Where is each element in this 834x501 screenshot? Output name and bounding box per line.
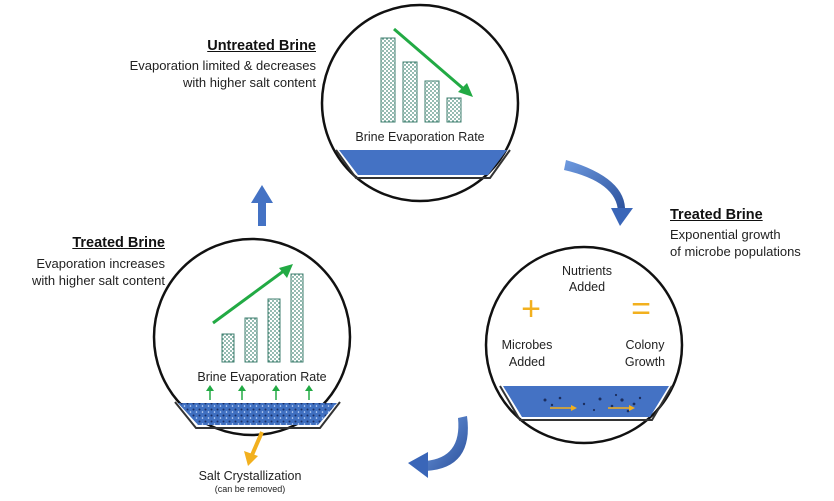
- salt-crystallization-label: Salt Crystallization: [198, 469, 302, 483]
- salt-output-arrow: [244, 431, 264, 466]
- treated-left-circle: Brine Evaporation Rate: [152, 237, 352, 437]
- treated-left-desc-line1: Evaporation increases: [36, 256, 165, 271]
- untreated-circle: Brine Evaporation Rate: [320, 3, 520, 203]
- up-arrow: [251, 185, 273, 226]
- microbe-brine-pond: [499, 385, 673, 421]
- colony-line1: Colony: [626, 338, 666, 352]
- microbes-line2: Added: [509, 355, 545, 369]
- treated-brine-pond: [174, 401, 341, 429]
- salt-removable-note: (can be removed): [214, 484, 286, 494]
- flow-arrow-right: [608, 405, 635, 411]
- decreasing-trend-arrow: [393, 27, 473, 97]
- evaporation-up-arrows: [206, 385, 313, 400]
- colony-line2: Growth: [625, 355, 665, 369]
- untreated-desc-line2: with higher salt content: [183, 75, 316, 90]
- treated-chart-label: Brine Evaporation Rate: [197, 370, 326, 384]
- treated-right-desc-line2: of microbe populations: [670, 244, 801, 259]
- untreated-bars: [380, 37, 462, 123]
- flow-arrow-left: [550, 405, 577, 411]
- curved-arrow-bottom: [408, 416, 468, 478]
- curved-arrow-top-right: [564, 160, 633, 226]
- plus-sign: +: [521, 290, 541, 328]
- equals-sign: =: [631, 290, 651, 328]
- untreated-title: Untreated Brine: [207, 38, 316, 54]
- untreated-brine-pond: [335, 149, 511, 179]
- nutrients-line1: Nutrients: [562, 264, 612, 278]
- treated-right-title: Treated Brine: [670, 207, 763, 223]
- treated-right-circle: Nutrients Added + = Microbes Added Colon…: [484, 245, 684, 445]
- treated-bars: [221, 273, 304, 363]
- treated-left-desc-line2: with higher salt content: [32, 273, 165, 288]
- untreated-chart-label: Brine Evaporation Rate: [355, 130, 484, 144]
- treated-right-desc-line1: Exponential growth: [670, 227, 781, 242]
- microbes-line1: Microbes: [502, 338, 553, 352]
- increasing-trend-arrow: [212, 264, 293, 325]
- nutrients-line2: Added: [569, 280, 605, 294]
- treated-left-title: Treated Brine: [72, 235, 165, 251]
- untreated-desc-line1: Evaporation limited & decreases: [129, 58, 316, 73]
